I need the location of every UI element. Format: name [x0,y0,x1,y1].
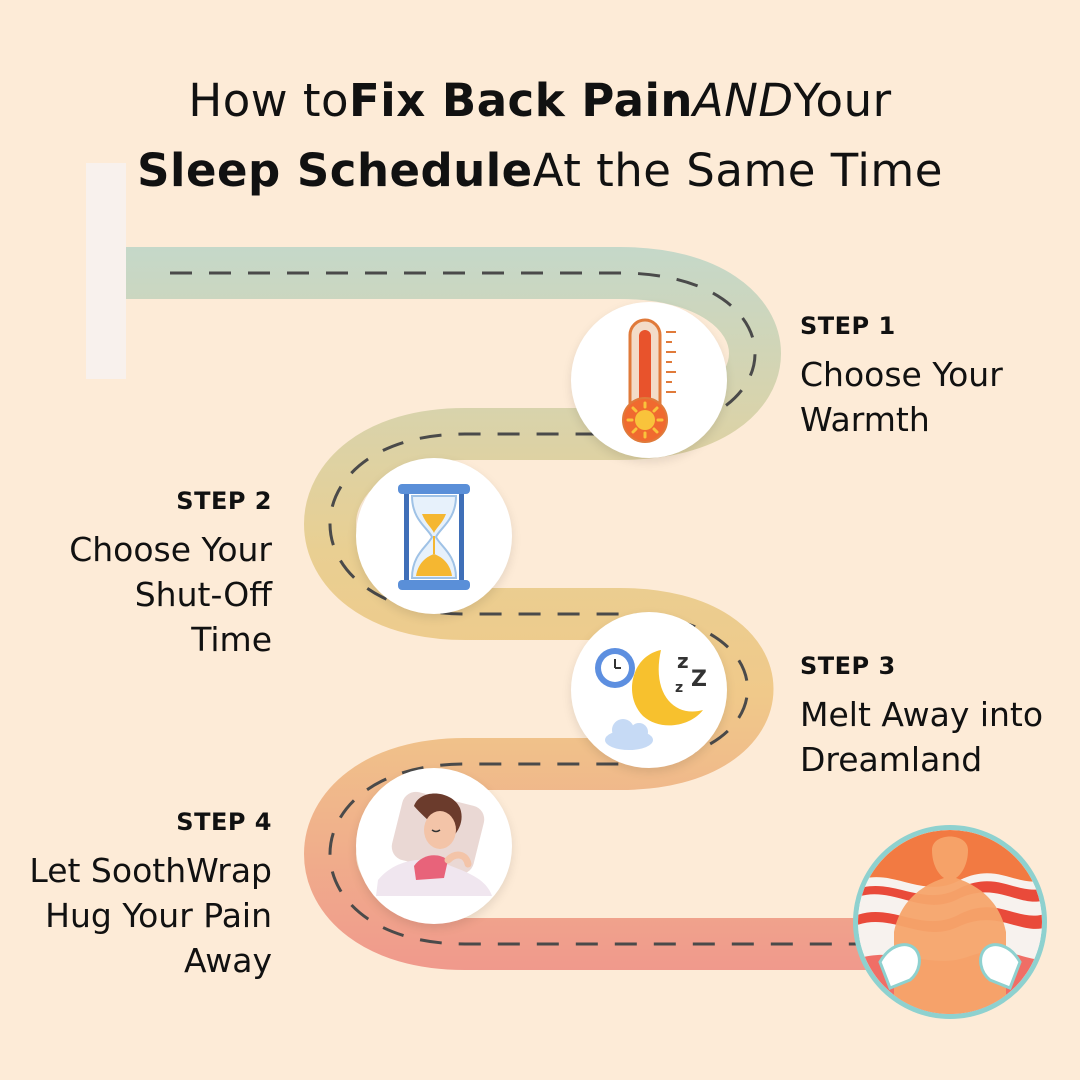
step-2-line-2: Shut-Off [134,575,272,614]
sleeping-woman-icon [376,791,492,896]
step-1-label: STEP 1 [800,312,896,340]
title-text-same-time: At the Same Time [532,144,943,197]
step-1-icon-circle [571,302,727,458]
road-center-dashes [170,271,860,946]
soothwrap-logo-icon [853,825,1047,1019]
step-3-line-1: Melt Away into [800,695,1044,734]
step-4-line-2: Hug Your Pain [45,896,272,935]
title-line-1: How to Fix Back Pain AND Your [0,78,1080,123]
title-text-how-to: How to [188,74,350,127]
step-1-line-2: Warmth [800,400,930,439]
step-2-label: STEP 2 [176,487,272,515]
step-2-icon-circle [356,458,512,614]
step-3-label: STEP 3 [800,652,896,680]
title-line-2: Sleep Schedule At the Same Time [0,148,1080,193]
step-4-line-3: Away [184,941,272,980]
step-1-line-1: Choose Your [800,355,1003,394]
step-3: STEP 3 Melt Away into Dreamland [800,652,1070,782]
step-2-line-3: Time [191,620,272,659]
step-4-icon-circle [356,768,512,924]
thermometer-icon [622,318,676,443]
title-text-your: Your [793,74,892,127]
step-2-line-1: Choose Your [69,530,272,569]
svg-text:z: z [675,680,683,696]
start-post [86,163,126,379]
step-1: STEP 1 Choose Your Warmth [800,312,1070,442]
step-4: STEP 4 Let SoothWrap Hug Your Pain Away [12,808,272,983]
step-2: STEP 2 Choose Your Shut-Off Time [12,487,272,662]
svg-text:z: z [677,649,689,673]
step-3-icon-circle: z Z z [571,612,727,768]
title-text-fix-back-pain: Fix Back Pain [349,74,693,127]
svg-text:Z: Z [691,667,707,692]
step-4-label: STEP 4 [176,808,272,836]
step-4-line-1: Let SoothWrap [29,851,272,890]
title-text-sleep-schedule: Sleep Schedule [137,144,533,197]
moon-clock-icon: z Z z [595,648,707,750]
hourglass-icon [398,484,470,590]
title-text-and: AND [692,74,794,127]
step-3-line-2: Dreamland [800,740,983,779]
